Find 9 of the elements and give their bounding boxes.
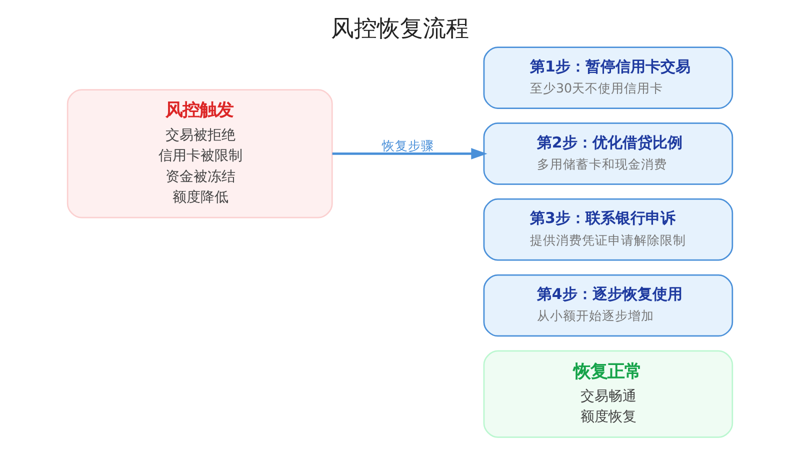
node-box: 风控触发 交易被拒绝 信用卡被限制 资金被冻结 额度降低 — [66, 89, 333, 218]
node-box: 第2步：优化借贷比例 多用储蓄卡和现金消费 — [483, 122, 734, 185]
diagram-title: 风控恢复流程 — [331, 16, 469, 42]
node-box: 第3步：联系银行申诉 提供消费凭证申请解除限制 — [483, 198, 734, 261]
arrow — [332, 148, 488, 160]
node-box: 第1步：暂停信用卡交易 至少30天不使用信用卡 — [483, 46, 734, 109]
node-box: 第4步：逐步恢复使用 从小额开始逐步增加 — [483, 274, 734, 337]
node-box: 恢复正常 交易畅通 额度恢复 — [483, 350, 734, 438]
edge-label: 恢复步骤 — [382, 138, 434, 154]
